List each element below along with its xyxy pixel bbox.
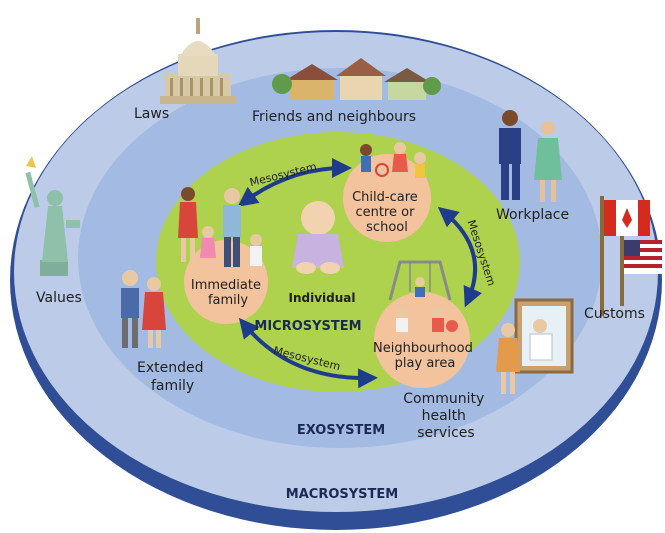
mesosystem-arrow-bottom	[238, 317, 378, 389]
doctor-icon	[496, 298, 574, 394]
customs-label: Customs	[584, 306, 645, 322]
capitol-icon	[160, 18, 236, 104]
exosystem-label: EXOSYSTEM	[297, 423, 385, 438]
extended-family-icon	[121, 270, 166, 348]
baby-icon	[292, 201, 344, 274]
friends-label: Friends and neighbours	[252, 109, 416, 125]
values-label: Values	[36, 290, 82, 306]
houses-icon	[272, 58, 441, 100]
mesosystem-arrow-top	[237, 158, 352, 207]
neighbourhood-label: Neighbourhood play area	[373, 341, 477, 371]
mesosystem-arrow-right	[437, 206, 482, 308]
childcare-label: Child-care centre or school	[352, 190, 422, 235]
extended-family-label: Extended family	[137, 360, 208, 394]
workers-icon	[499, 110, 562, 202]
statue-of-liberty-icon	[25, 156, 80, 276]
neighbourhood-node	[374, 292, 470, 388]
immediate-family-icon	[178, 187, 262, 267]
laws-label: Laws	[134, 106, 169, 122]
macrosystem-label: MACROSYSTEM	[286, 487, 398, 502]
children-icon	[360, 142, 426, 178]
community-health-label: Community health services	[403, 391, 488, 441]
flags-icon	[600, 196, 662, 316]
microsystem-label: MICROSYSTEM	[254, 319, 361, 334]
individual-label: Individual	[289, 291, 356, 305]
immediate-family-node	[184, 240, 268, 324]
immediate-family-label: Immediate family	[191, 278, 265, 308]
childcare-node	[343, 154, 431, 242]
workplace-label: Workplace	[496, 207, 569, 223]
playground-icon	[388, 260, 458, 332]
